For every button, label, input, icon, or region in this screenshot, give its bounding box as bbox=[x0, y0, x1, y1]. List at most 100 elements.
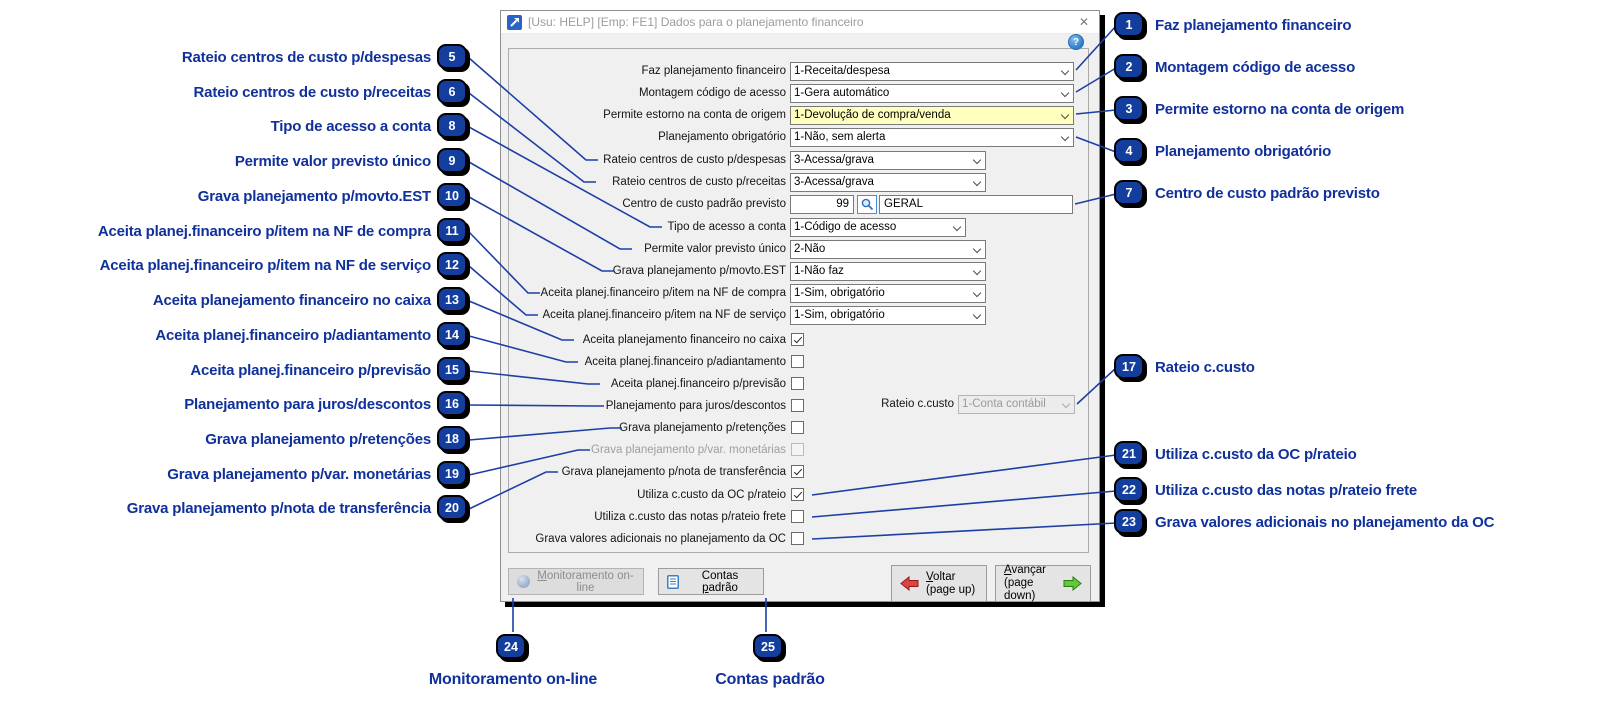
chevron-down-icon bbox=[972, 310, 982, 320]
dropdown[interactable]: 1-Não, sem alerta bbox=[790, 128, 1074, 147]
document-icon bbox=[667, 574, 679, 589]
chevron-down-icon bbox=[972, 177, 982, 187]
callout-badge: 20 bbox=[437, 495, 467, 520]
callout-label: Permite estorno na conta de origem bbox=[1155, 101, 1405, 118]
dropdown-value: 1-Gera automático bbox=[794, 87, 890, 99]
callout-badge: 22 bbox=[1114, 477, 1144, 502]
field-label: Grava valores adicionais no planejamento… bbox=[535, 533, 786, 545]
avancar-button[interactable]: Avançar (page down) bbox=[995, 564, 1091, 602]
callout-badge: 4 bbox=[1114, 138, 1144, 163]
checkbox[interactable] bbox=[791, 377, 804, 390]
dropdown-value: 1-Receita/despesa bbox=[794, 65, 890, 77]
globe-icon bbox=[517, 575, 530, 588]
voltar-label: Voltar (page up) bbox=[926, 570, 976, 596]
dropdown-value: 1-Código de acesso bbox=[794, 221, 897, 233]
checkbox[interactable] bbox=[791, 510, 804, 523]
chevron-down-icon bbox=[1061, 399, 1071, 409]
lookup-search-button[interactable] bbox=[857, 195, 877, 214]
checkbox[interactable] bbox=[791, 399, 804, 412]
contas-padrao-button[interactable]: Contas padrão bbox=[658, 568, 764, 595]
dropdown[interactable]: 1-Sim, obrigatório bbox=[790, 306, 986, 325]
monitoramento-button[interactable]: Monitoramento on-line bbox=[508, 568, 644, 595]
checkbox[interactable] bbox=[791, 333, 804, 346]
callout-badge: 18 bbox=[437, 426, 467, 451]
callout-label: Grava valores adicionais no planejamento… bbox=[1155, 514, 1495, 531]
callout-label: Aceita planejamento financeiro no caixa bbox=[152, 292, 431, 309]
callout-label: Utiliza c.custo da OC p/rateio bbox=[1155, 446, 1357, 463]
callout-label: Contas padrão bbox=[715, 671, 825, 688]
dropdown[interactable]: 1-Código de acesso bbox=[790, 218, 966, 237]
lookup-code-input[interactable]: 99 bbox=[790, 195, 854, 214]
callout-label: Centro de custo padrão previsto bbox=[1155, 185, 1380, 202]
dropdown-value: 1-Devolução de compra/venda bbox=[794, 109, 951, 121]
dropdown[interactable]: 1-Gera automático bbox=[790, 84, 1074, 103]
checkbox[interactable] bbox=[791, 355, 804, 368]
field-label: Grava planejamento p/nota de transferênc… bbox=[561, 466, 786, 478]
callout-badge: 24 bbox=[496, 634, 526, 659]
chevron-down-icon bbox=[952, 222, 962, 232]
checkbox[interactable] bbox=[791, 421, 804, 434]
callout-badge: 12 bbox=[437, 252, 467, 277]
callout-label: Utiliza c.custo das notas p/rateio frete bbox=[1155, 482, 1418, 499]
callout-label: Planejamento para juros/descontos bbox=[184, 396, 431, 413]
avancar-label: Avançar (page down) bbox=[1004, 564, 1046, 602]
callout-badge: 11 bbox=[437, 218, 467, 243]
callout-label: Tipo de acesso a conta bbox=[270, 118, 432, 135]
title-bar[interactable]: [Usu: HELP] [Emp: FE1] Dados para o plan… bbox=[501, 11, 1099, 34]
field-label: Montagem código de acesso bbox=[638, 87, 786, 99]
checkbox[interactable] bbox=[791, 532, 804, 545]
callout-label: Montagem código de acesso bbox=[1155, 59, 1356, 76]
callout-badge: 17 bbox=[1114, 354, 1144, 379]
dropdown[interactable]: 1-Não faz bbox=[790, 262, 986, 281]
checkbox[interactable] bbox=[791, 488, 804, 501]
help-icon[interactable]: ? bbox=[1068, 34, 1084, 50]
checkbox[interactable] bbox=[791, 443, 804, 456]
chevron-down-icon bbox=[972, 155, 982, 165]
dropdown[interactable]: 3-Acessa/grava bbox=[790, 173, 986, 192]
dropdown-value: 1-Conta contábil bbox=[962, 398, 1046, 410]
callout-label: Grava planejamento p/nota de transferênc… bbox=[126, 500, 431, 517]
dropdown[interactable]: 1-Devolução de compra/venda bbox=[790, 106, 1074, 125]
dropdown-value: 1-Sim, obrigatório bbox=[794, 287, 885, 299]
callout-label: Planejamento obrigatório bbox=[1155, 143, 1332, 160]
callout-badge: 25 bbox=[753, 634, 783, 659]
field-label: Aceita planej.financeiro p/item na NF de… bbox=[542, 309, 786, 321]
field-label: Rateio c.custo bbox=[881, 398, 954, 410]
callout-badge: 15 bbox=[437, 357, 467, 382]
callout-label: Rateio c.custo bbox=[1155, 359, 1255, 376]
dropdown[interactable]: 1-Sim, obrigatório bbox=[790, 284, 986, 303]
field-label: Planejamento para juros/descontos bbox=[605, 400, 786, 412]
chevron-down-icon bbox=[972, 288, 982, 298]
callout-label: Permite valor previsto único bbox=[234, 153, 431, 170]
field-label: Aceita planej.financeiro p/adiantamento bbox=[584, 356, 786, 368]
callout-badge: 9 bbox=[437, 148, 467, 173]
arrow-left-icon bbox=[900, 576, 920, 591]
close-icon[interactable]: ✕ bbox=[1078, 15, 1089, 29]
checkmark-icon bbox=[793, 334, 803, 343]
callout-badge: 5 bbox=[437, 44, 467, 69]
callout-label: Aceita planej.financeiro p/item na NF de… bbox=[99, 257, 432, 274]
callout-badge: 23 bbox=[1114, 509, 1144, 534]
field-label: Grava planejamento p/movto.EST bbox=[612, 265, 786, 277]
dropdown[interactable]: 1-Conta contábil bbox=[958, 395, 1075, 414]
lookup-description-field: GERAL bbox=[879, 195, 1073, 214]
dropdown[interactable]: 1-Receita/despesa bbox=[790, 62, 1074, 81]
dropdown-value: 1-Sim, obrigatório bbox=[794, 309, 885, 321]
field-label: Permite estorno na conta de origem bbox=[603, 109, 786, 121]
checkmark-icon bbox=[793, 489, 803, 498]
callout-badge: 13 bbox=[437, 287, 467, 312]
field-label: Rateio centros de custo p/despesas bbox=[603, 154, 786, 166]
field-label: Grava planejamento p/var. monetárias bbox=[591, 444, 786, 456]
checkbox[interactable] bbox=[791, 465, 804, 478]
field-label: Utiliza c.custo das notas p/rateio frete bbox=[594, 511, 786, 523]
field-label: Permite valor previsto único bbox=[644, 243, 786, 255]
callout-label: Rateio centros de custo p/despesas bbox=[181, 49, 431, 66]
field-label: Centro de custo padrão previsto bbox=[622, 198, 786, 210]
dropdown[interactable]: 2-Não bbox=[790, 240, 986, 259]
callout-badge: 21 bbox=[1114, 441, 1144, 466]
arrow-right-icon bbox=[1062, 576, 1082, 591]
field-label: Rateio centros de custo p/receitas bbox=[612, 176, 786, 188]
voltar-button[interactable]: Voltar (page up) bbox=[891, 565, 987, 602]
dropdown[interactable]: 3-Acessa/grava bbox=[790, 151, 986, 170]
